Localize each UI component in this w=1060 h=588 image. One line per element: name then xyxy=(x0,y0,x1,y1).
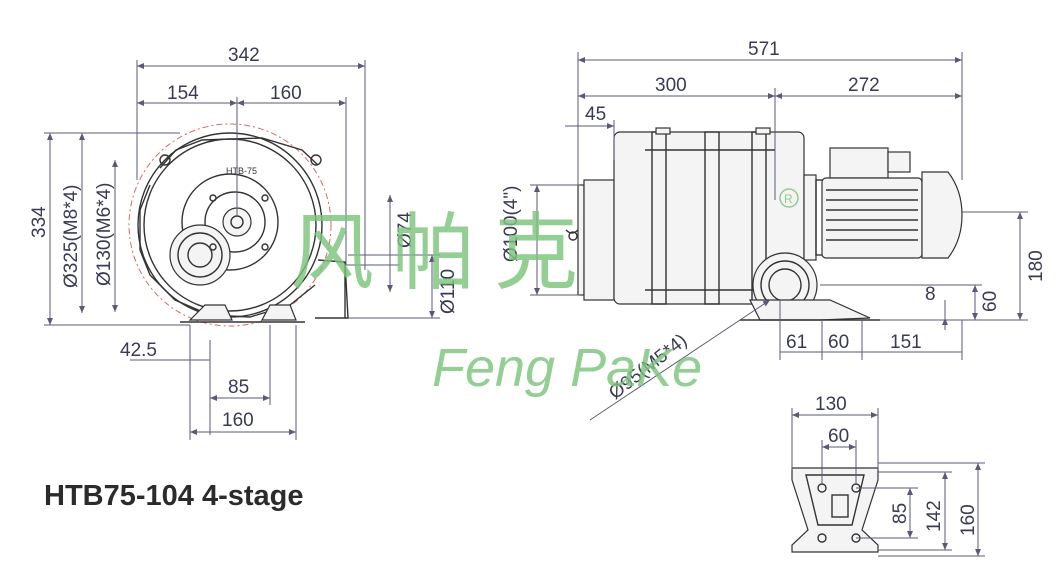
dim-front-height-total: 334 xyxy=(29,206,50,238)
registered-mark-circle xyxy=(779,188,799,208)
dim-base-height-85: 85 xyxy=(890,503,911,524)
dim-front-width-total: 342 xyxy=(228,45,260,66)
base-view-dimensions: 130 60 85 142 160 xyxy=(791,394,985,557)
front-view-dimensions: 342 154 160 334 Ø325(M8*4) Ø130(M6*4) Ø7… xyxy=(29,45,459,440)
front-view: HTB-75 xyxy=(128,123,349,327)
watermark-chinese: 风帕克 xyxy=(290,206,596,300)
dim-base-height-160: 160 xyxy=(958,504,979,536)
watermark-latin: Feng PaKe xyxy=(432,338,702,398)
dim-side-base-60: 60 xyxy=(828,332,849,353)
dim-side-base-61: 61 xyxy=(786,332,807,353)
dim-front-dia-inlet: Ø130(M6*4) xyxy=(94,183,115,287)
base-view xyxy=(791,467,879,553)
dim-side-base-151: 151 xyxy=(890,332,922,353)
registered-mark: R xyxy=(784,192,793,206)
dim-side-length-blower: 300 xyxy=(655,75,687,96)
dim-front-base-hole-spacing: 85 xyxy=(228,377,249,398)
dim-base-width-outer: 130 xyxy=(815,394,847,415)
motor-fins xyxy=(826,189,918,241)
dim-side-height-outlet: 180 xyxy=(1026,250,1047,282)
dim-side-length-motor: 272 xyxy=(848,75,880,96)
dim-base-width-inner: 60 xyxy=(828,426,849,447)
watermark: 风帕克 Feng PaKe R xyxy=(290,188,799,398)
dim-side-flange-depth: 45 xyxy=(585,104,606,125)
dim-front-width-left: 154 xyxy=(167,83,199,104)
dim-front-dia-outlet-inner: Ø74 xyxy=(395,212,416,248)
model-title: HTB75-104 4-stage xyxy=(44,480,304,512)
dim-front-dia-flange: Ø325(M8*4) xyxy=(61,185,82,289)
dim-side-height-base: 60 xyxy=(980,291,1001,312)
dim-base-height-142: 142 xyxy=(924,500,945,532)
dim-front-base-offset: 42.5 xyxy=(120,340,157,361)
dim-front-width-right: 160 xyxy=(270,83,302,104)
dim-front-base-width: 160 xyxy=(222,410,254,431)
dim-side-dia-inlet-pipe: Ø100(4") xyxy=(501,186,522,262)
dim-side-length-total: 571 xyxy=(748,39,780,60)
side-view xyxy=(565,127,963,321)
dim-side-base-plate: 8 xyxy=(925,284,936,305)
dim-front-dia-outlet-outer: Ø110 xyxy=(438,269,459,314)
front-nameplate-label: HTB-75 xyxy=(226,166,257,176)
